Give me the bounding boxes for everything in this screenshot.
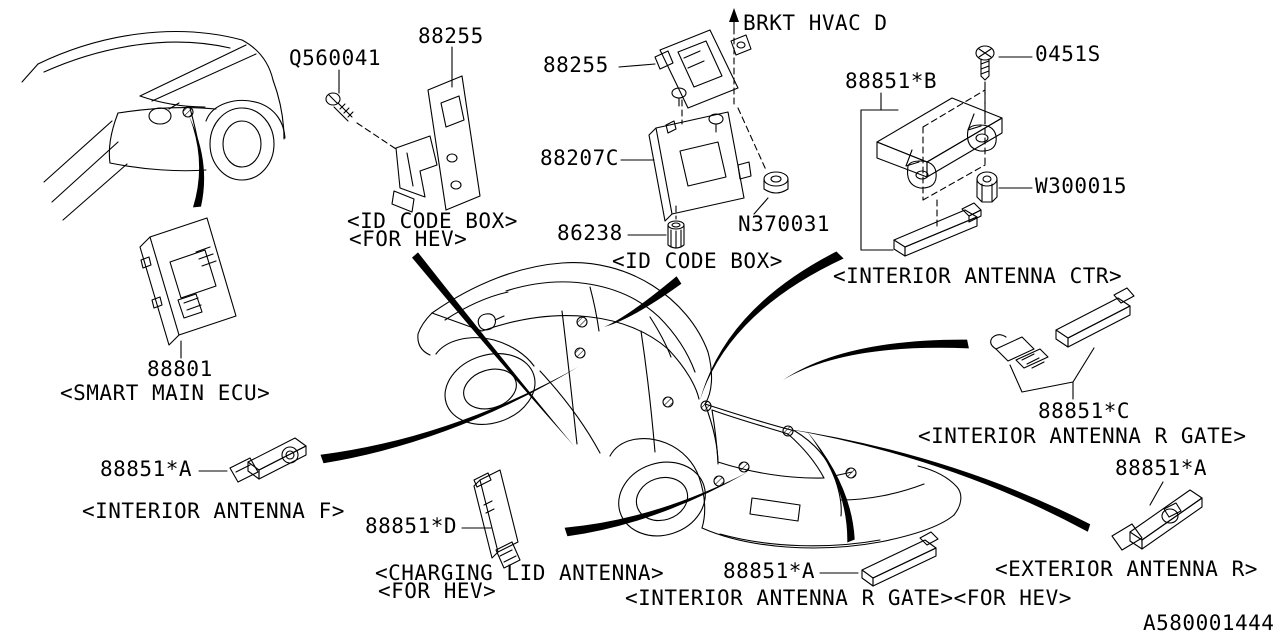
screw-q560041-drawing <box>325 92 397 150</box>
label-88255-bracket: 88255 <box>418 24 484 48</box>
smart-main-ecu-drawing <box>139 217 237 346</box>
label-88851c: 88851*C <box>1038 399 1131 423</box>
rear-gate-antenna-drawing <box>861 531 939 587</box>
label-w300015: W300015 <box>1035 174 1128 198</box>
label-88851a-rear-gate: 88851*A <box>723 559 816 583</box>
label-88207c: 88207C <box>540 146 619 170</box>
label-brkt-hvac-d: BRKT HVAC D <box>743 11 888 35</box>
interior-antenna-ctr-assembly-drawing <box>876 45 1003 257</box>
label-n370031: N370031 <box>738 212 831 236</box>
caption-charging-lid-antenna-note: <FOR HEV> <box>378 579 497 603</box>
label-88255-module: 88255 <box>543 53 609 77</box>
label-88801: 88801 <box>147 357 213 381</box>
caption-interior-antenna-ctr: <INTERIOR ANTENNA CTR> <box>833 264 1123 288</box>
caption-id-code-box-hev-note: <FOR HEV> <box>349 227 468 251</box>
antenna-88851c-drawing <box>990 287 1135 369</box>
leader-lines <box>180 46 1164 574</box>
caption-id-code-box-hev: <ID CODE BOX> <box>347 209 518 233</box>
label-86238: 86238 <box>557 221 623 245</box>
caption-smart-main-ecu: <SMART MAIN ECU> <box>60 381 271 405</box>
diagram-ref-number: A580001444 <box>1143 611 1275 635</box>
callout-swooshes <box>189 116 1091 543</box>
location-marker <box>182 106 194 118</box>
location-markers <box>574 316 857 487</box>
label-q560041: Q560041 <box>289 46 382 70</box>
caption-interior-antenna-r-gate: <INTERIOR ANTENNA R GATE> <box>918 424 1247 448</box>
label-88851a-exterior: 88851*A <box>1115 456 1208 480</box>
label-88851d: 88851*D <box>365 514 458 538</box>
label-0451s: 0451S <box>1035 42 1101 66</box>
id-code-box-assembly-drawing <box>648 8 789 249</box>
label-88851b: 88851*B <box>845 69 938 93</box>
caption-exterior-antenna-r: <EXTERIOR ANTENNA R> <box>995 557 1258 581</box>
center-car-sketch <box>417 262 962 549</box>
label-88851a-front: 88851*A <box>100 457 193 481</box>
id-code-box-bracket-drawing <box>391 75 481 213</box>
caption-id-code-box: <ID CODE BOX> <box>612 249 783 273</box>
exterior-antenna-drawing <box>1111 489 1203 551</box>
caption-interior-antenna-f: <INTERIOR ANTENNA F> <box>82 499 345 523</box>
charging-lid-antenna-drawing <box>473 469 521 569</box>
interior-antenna-f-drawing <box>229 437 307 483</box>
caption-interior-antenna-r-gate-hev: <INTERIOR ANTENNA R GATE><FOR HEV> <box>625 586 1072 610</box>
front-car-sketch <box>21 31 286 221</box>
caption-charging-lid-antenna: <CHARGING LID ANTENNA> <box>375 561 665 585</box>
